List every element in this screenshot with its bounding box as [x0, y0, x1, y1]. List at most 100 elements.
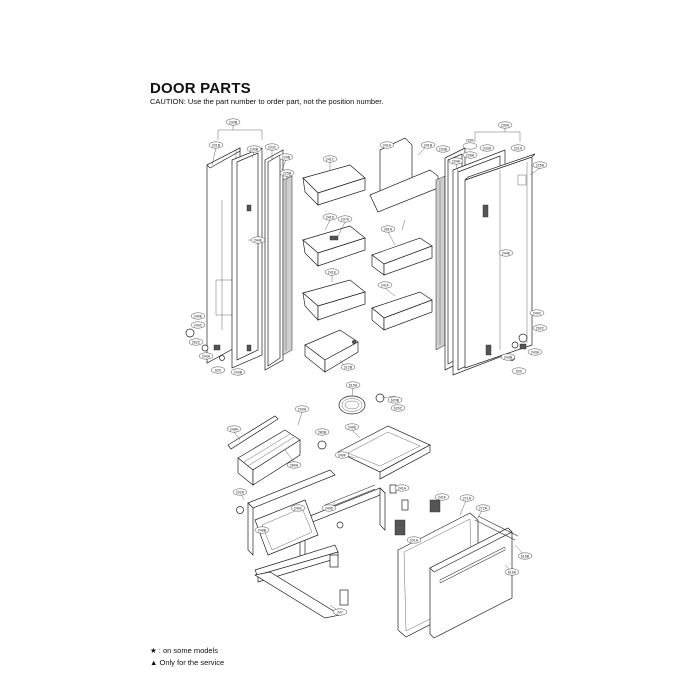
callout-label: 237A	[341, 217, 350, 221]
callout-label: 280A	[290, 463, 299, 467]
callout: 249F	[334, 451, 350, 459]
callout: 280B	[314, 428, 330, 436]
bin-low-left	[302, 279, 366, 321]
callout: 225A	[532, 161, 548, 169]
legend-service-only: ▲ Only for the service	[150, 658, 225, 667]
callout: 237A	[337, 215, 353, 223]
callout: 239C	[462, 138, 478, 150]
callout: 230B	[225, 118, 241, 126]
callout-label: 615A	[349, 383, 358, 387]
callout: 241A	[394, 484, 410, 492]
callout: 243A	[198, 352, 214, 360]
callout-label: 224B	[282, 155, 291, 159]
callout: 241E	[324, 268, 340, 276]
callout-label: 249C	[294, 506, 303, 510]
drawer-rail-left	[247, 469, 336, 556]
bin-top-left	[302, 164, 366, 206]
callout-label: 240C	[533, 311, 542, 315]
callout-label: 244E	[254, 238, 263, 242]
callout: 280A	[286, 461, 302, 469]
callout-label: 231A	[514, 146, 523, 150]
callout: 200A	[294, 405, 310, 413]
callout-label: 243A	[531, 350, 540, 354]
callout: 225B	[279, 169, 295, 177]
callout-label: 243B	[234, 370, 243, 374]
callout: 241C	[322, 155, 338, 163]
page-title: DOOR PARTS	[150, 80, 251, 97]
callout-label: 249D	[325, 506, 334, 510]
callout-label: 241F	[381, 283, 390, 287]
legend-some-models: ★ : on some models	[150, 646, 219, 655]
door-bins-group	[302, 137, 439, 373]
callout: 620	[210, 366, 226, 374]
drawer-handle	[474, 515, 519, 541]
callout-label: 248A	[230, 427, 239, 431]
callout-label: 231B	[212, 143, 221, 147]
slide-bracket-lower	[254, 544, 339, 583]
drawer-rail-top	[227, 415, 279, 450]
callout-label: 620	[516, 369, 522, 373]
bin-low-right	[371, 291, 433, 331]
left-door-assembly	[185, 147, 293, 371]
bin-mid-left	[302, 225, 366, 267]
guide-bracket	[304, 329, 359, 373]
callout-label: 241C	[326, 157, 335, 161]
callout-label: 230A	[501, 123, 510, 127]
callout: 262C	[188, 338, 204, 346]
callout-label: 202A	[236, 490, 245, 494]
drawer-basket-grille	[237, 429, 301, 486]
callout-label: 201A	[410, 538, 419, 542]
callout: 244E	[250, 236, 266, 244]
callout: 244E	[498, 249, 514, 257]
callout: 240E	[190, 312, 206, 320]
callout: 241A	[379, 141, 395, 149]
callout: 240C	[190, 321, 206, 329]
callout-label: 243A	[202, 354, 211, 358]
callout-label: 241A	[383, 143, 392, 147]
callout: 616B	[517, 552, 533, 560]
callout: 249E	[344, 423, 360, 431]
callout-label: 230B	[229, 120, 238, 124]
callout: 249C	[290, 504, 306, 512]
callout-label: 620B	[391, 398, 400, 402]
callout: 247	[332, 608, 348, 616]
callout-label: 249F	[338, 453, 347, 457]
callout-label: 240E	[194, 314, 203, 318]
lower-drawer-assembly	[227, 393, 519, 639]
leader-lines	[211, 125, 541, 613]
bin-mid-right	[371, 237, 433, 276]
icemaker-coil	[338, 393, 385, 415]
callout-label: 233B	[439, 147, 448, 151]
callout: 271A	[459, 494, 475, 502]
callout: 241F	[377, 281, 393, 289]
callout: 231B	[208, 141, 224, 149]
callout: 201A	[406, 536, 422, 544]
callout: 233C	[264, 143, 280, 151]
drawer-front-door	[429, 527, 513, 639]
callout-label: 262C	[192, 340, 201, 344]
callout-label: 234A	[452, 159, 461, 163]
callout: 615A	[345, 381, 361, 389]
drawer-frame-upper	[337, 425, 431, 480]
callout: 312B	[340, 363, 356, 371]
callout-label: 239C	[466, 138, 475, 142]
callout: 281A	[380, 225, 396, 233]
callout: 262C	[532, 324, 548, 332]
callout: 243B	[500, 353, 516, 361]
callout-label: 200A	[298, 407, 307, 411]
callout-label: 249B	[258, 528, 267, 532]
callout-label: 240C	[194, 323, 203, 327]
caution-note: CAUTION: Use the part number to order pa…	[150, 97, 384, 106]
callout: 241D	[322, 213, 338, 221]
callout-label: 233C	[268, 145, 277, 149]
callout-label: 225A	[536, 163, 545, 167]
callout-label: 239A	[466, 153, 475, 157]
callout: 249D	[321, 504, 337, 512]
slide-bracket-left	[254, 499, 319, 556]
callout-label: 247	[337, 610, 343, 614]
callout-label: 243B	[504, 355, 513, 359]
callout-label: 241A	[398, 486, 407, 490]
callout: 248A	[226, 425, 242, 433]
callout-label: 262C	[536, 326, 545, 330]
